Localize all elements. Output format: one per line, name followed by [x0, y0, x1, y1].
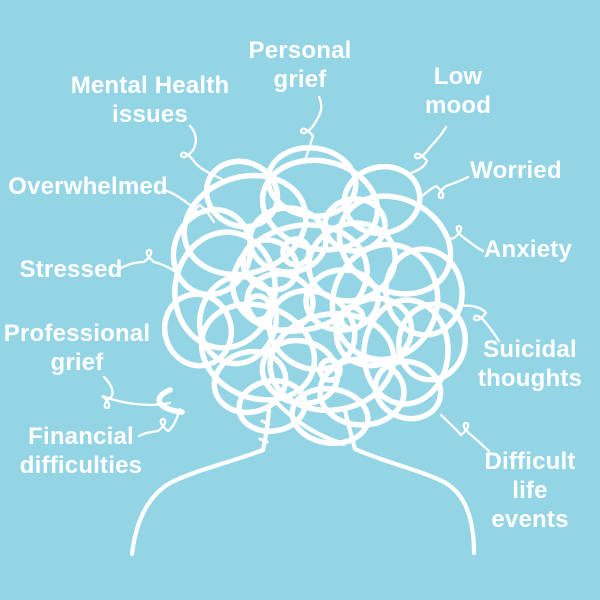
right-shoulder — [352, 446, 477, 556]
connector-suicidal-thoughts — [458, 304, 501, 343]
throat-tick — [260, 419, 271, 426]
connector-financial-difficulties — [137, 407, 182, 438]
label-personal-grief: Personal grief — [248, 37, 352, 93]
connector-worried — [419, 175, 470, 200]
throat-tick — [259, 428, 270, 435]
label-low-mood: Low mood — [424, 63, 492, 119]
label-connectors — [101, 95, 501, 453]
connector-mental-health-issues — [179, 124, 224, 181]
connector-personal-grief — [299, 95, 323, 165]
connector-stressed — [117, 248, 178, 274]
connector-difficult-life-events — [439, 413, 491, 453]
left-shoulder — [129, 447, 266, 557]
person-outline — [129, 401, 477, 557]
tangled-scribble — [156, 145, 468, 447]
label-overwhelmed: Overwhelmed — [8, 173, 168, 200]
connector-professional-grief — [101, 375, 172, 410]
label-professional-grief: Professional grief — [3, 320, 151, 376]
label-suicidal-thoughts: Suicidal thoughts — [477, 336, 583, 392]
jaw-line — [275, 401, 347, 447]
label-anxiety: Anxiety — [483, 236, 573, 263]
connector-anxiety — [442, 224, 485, 253]
connector-overwhelmed — [162, 188, 216, 224]
neck-right-line — [342, 407, 358, 452]
connector-low-mood — [407, 125, 448, 176]
throat-tick — [258, 437, 269, 444]
label-worried: Worried — [470, 157, 562, 184]
throat-line — [260, 406, 272, 453]
label-difficult-life-events: Difficult life events — [484, 448, 576, 533]
label-mental-health-issues: Mental Health issues — [70, 72, 230, 128]
label-financial-difficulties: Financial difficulties — [19, 423, 143, 479]
label-stressed: Stressed — [19, 256, 123, 283]
